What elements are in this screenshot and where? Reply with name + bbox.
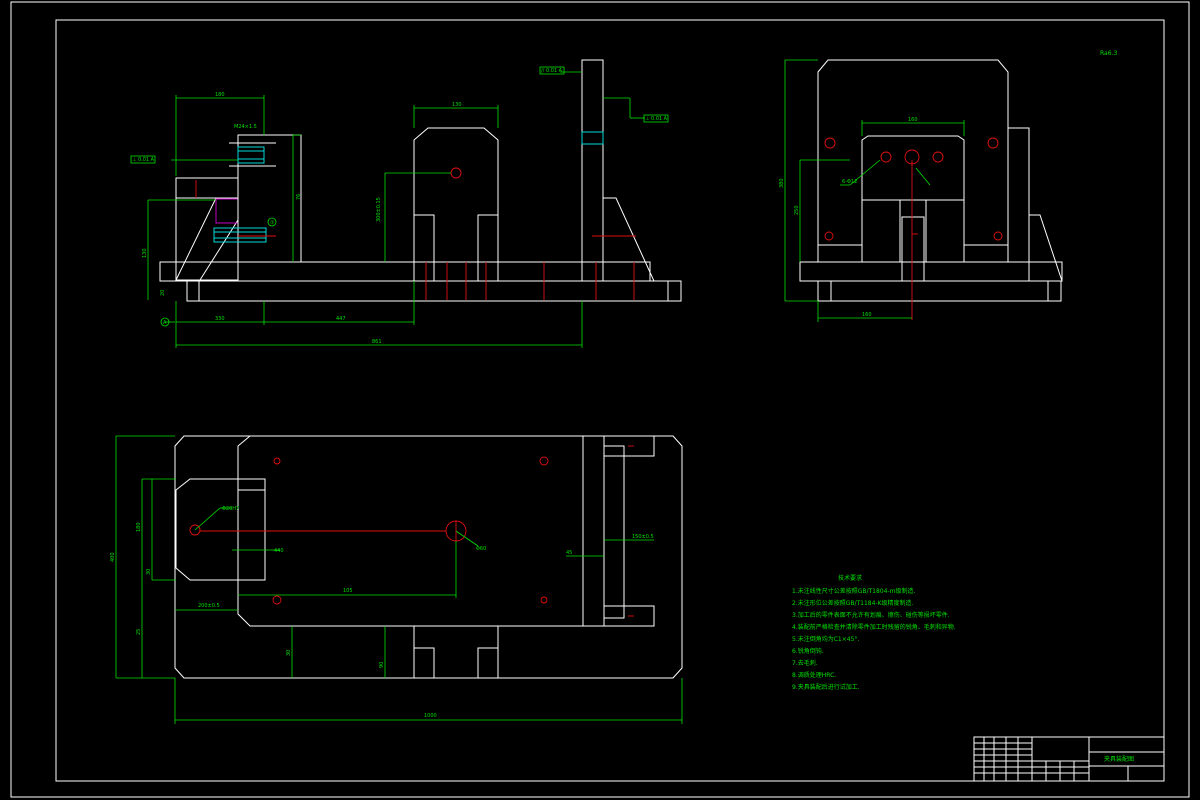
dim-height-mid: 300±0.15 bbox=[376, 197, 382, 222]
front-view: 180 861 330 447 130 300±0.15 130 76 20 M… bbox=[130, 59, 682, 348]
tech-note-4: 4.装配前严格检查并清除零件加工时残留的锐角、毛刺和异物. bbox=[792, 623, 956, 631]
dim-height-small: 76 bbox=[296, 194, 302, 200]
plan-dim-f: 90 bbox=[379, 662, 385, 668]
plan-label-hole: Φ20H7 bbox=[222, 506, 239, 512]
plan-view: 1000 400 180 30 25 200±0.5 30 105 90 150… bbox=[110, 435, 683, 724]
plan-base-outline bbox=[174, 435, 683, 679]
plan-dim-height-left: 400 bbox=[110, 552, 116, 562]
plan-dim-a: 30 bbox=[146, 569, 152, 575]
plan-dim-b: 25 bbox=[136, 629, 142, 635]
side-dim-height: 380 bbox=[779, 178, 785, 188]
roughness-mark: Ra6.3 bbox=[1100, 50, 1117, 57]
plan-dim-height-inner: 180 bbox=[136, 522, 142, 532]
tech-note-7: 7.去毛刺. bbox=[792, 659, 818, 667]
tech-note-9: 9.夹具装配后进行试加工. bbox=[792, 683, 860, 691]
title-block: 夹具装配图 bbox=[973, 736, 1165, 782]
tech-note-5: 5.未注倒角均为C1×45°. bbox=[792, 635, 859, 643]
dim-block-width: 130 bbox=[452, 102, 462, 108]
dim-left-seg: 330 bbox=[215, 316, 225, 322]
side-label-hole: 6-Φ12 bbox=[842, 179, 857, 185]
plan-dim-c: 200±0.5 bbox=[198, 603, 220, 609]
plan-dim-d: 30 bbox=[286, 650, 292, 656]
plan-dim-overall: 1000 bbox=[424, 713, 437, 719]
front-base bbox=[186, 280, 682, 302]
tech-note-3: 3.加工后的零件表面不允许有划痕、擦伤、碰伤等损坏零件. bbox=[792, 611, 950, 619]
left-wedge-block bbox=[175, 197, 239, 281]
side-dim-inner: 250 bbox=[794, 205, 800, 215]
dim-mid-seg: 447 bbox=[336, 316, 346, 322]
drawing-name: 夹具装配图 bbox=[1104, 755, 1134, 763]
dim-height-left: 130 bbox=[142, 248, 148, 258]
middle-upright bbox=[413, 127, 499, 282]
tolerance-frame-left: ⊥ 0.01 A bbox=[132, 157, 155, 163]
tech-note-6: 6.锐角倒钝. bbox=[792, 647, 824, 655]
balloon-1: ① bbox=[270, 220, 275, 226]
dim-overall-length: 861 bbox=[372, 339, 382, 345]
plan-dim-h: 440 bbox=[274, 548, 284, 554]
tech-note-1: 1.未注线性尺寸公差按照GB/T1804-m级制造. bbox=[792, 587, 915, 595]
plan-dim-e: 105 bbox=[343, 588, 353, 594]
side-base bbox=[817, 280, 1062, 302]
plan-dim-g: 150±0.5 bbox=[632, 534, 654, 540]
right-tall-plate bbox=[581, 59, 604, 282]
tech-notes: 技术要求 1.未注线性尺寸公差按照GB/T1804-m级制造. 2.未注形位公差… bbox=[792, 574, 956, 691]
dim-thread: M24×1.5 bbox=[234, 124, 257, 130]
plan-label-center: Φ60 bbox=[476, 546, 486, 552]
side-dim-bottom: 160 bbox=[862, 312, 872, 318]
tech-note-2: 2.未注形位公差按照GB/T1184-K级精度制造. bbox=[792, 599, 914, 607]
dim-base-height: 20 bbox=[160, 290, 166, 296]
tech-notes-title: 技术要求 bbox=[838, 574, 862, 582]
datum-a: A bbox=[163, 320, 167, 326]
tolerance-frame-right-top: // 0.01 A bbox=[541, 68, 563, 74]
inner-border bbox=[55, 19, 1165, 782]
tolerance-frame-right-mid: ⊥ 0.01 A bbox=[645, 116, 668, 122]
tech-note-8: 8.调质处理HRC. bbox=[792, 671, 836, 679]
side-dim-top: 160 bbox=[908, 117, 918, 123]
side-view: 160 380 250 160 6-Φ12 Ra6.3 bbox=[779, 50, 1117, 322]
plan-dim-i: 45 bbox=[566, 550, 572, 556]
dim-top-width: 180 bbox=[215, 92, 225, 98]
outer-border bbox=[10, 1, 1190, 798]
